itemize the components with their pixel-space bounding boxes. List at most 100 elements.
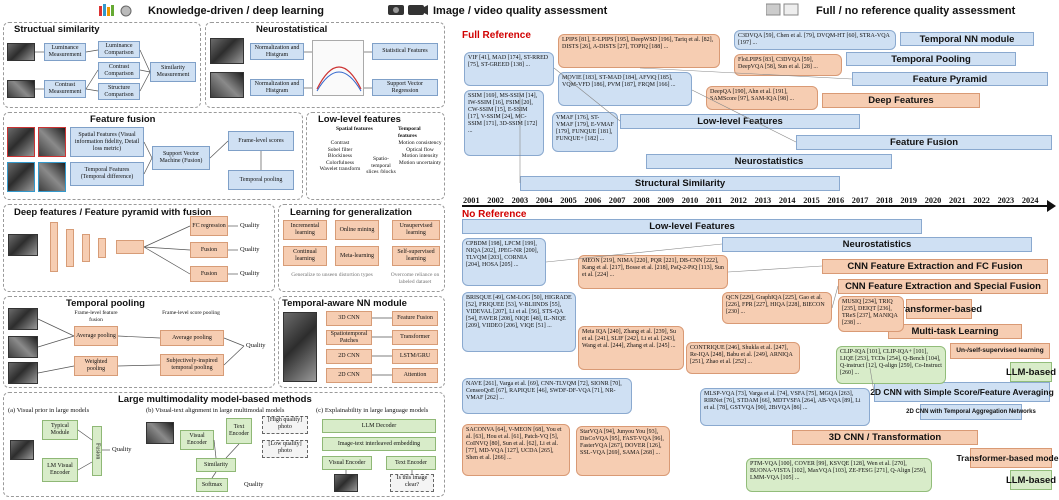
contrast-measurement: Contrast Measurement xyxy=(44,80,86,98)
subtitle-a: (a) Visual prior in large models xyxy=(8,408,89,415)
nn-row-3-b: Attention xyxy=(392,368,438,383)
header-left-icons xyxy=(98,3,134,17)
pyramid-layer-3 xyxy=(82,234,90,262)
temporal-features: Temporal Features (Temporal difference) xyxy=(70,162,144,186)
fr-cite-vmaf: VMAF [176], ST-VMAF [179], E-VMAF [179],… xyxy=(552,112,618,152)
average-pooling-2: Average pooling xyxy=(160,330,224,346)
nr-cite-saconva: SACONVA [64], V-MEON [68], You et al. [6… xyxy=(462,424,570,476)
mm-quality-b: Quality xyxy=(244,481,264,488)
nn-row-0-a: 3D CNN xyxy=(326,311,372,326)
nr-bar-unsupervised: Un-/self-supervised learning xyxy=(950,343,1050,359)
year-label: 2011 xyxy=(706,196,722,205)
header-middle-title: Image / video quality assessment xyxy=(433,5,607,17)
visual-encoder-c: Visual Encoder xyxy=(322,456,372,470)
year-label: 2024 xyxy=(1022,196,1039,205)
mm-quality-a: Quality xyxy=(112,446,132,453)
statistical-features: Statistical Features xyxy=(372,43,438,60)
text-encoder-b: Text Encoder xyxy=(226,418,252,444)
year-label: 2017 xyxy=(852,196,869,205)
average-pooling-1: Average pooling xyxy=(74,326,118,346)
nr-bar-transformer-models: Transformer-based models xyxy=(970,448,1052,468)
subtitle-c: (c) Explainability in large language mod… xyxy=(316,408,428,415)
incremental-learning: Incremental learning xyxy=(283,220,327,240)
pool-frame-2 xyxy=(8,336,38,358)
camera-icon xyxy=(388,2,428,16)
nr-bar-llm-based-image: LLM-based xyxy=(1010,362,1052,382)
year-label: 2003 xyxy=(512,196,529,205)
panel-title: Temporal pooling xyxy=(66,298,145,309)
pool-frame-1 xyxy=(8,308,38,330)
frame-stack-1 xyxy=(7,127,35,157)
generalize-note: Generalize to unseen distortion types xyxy=(284,272,380,279)
quality-out-2: Quality xyxy=(240,246,260,253)
nr-cite-qcn: QCN [229], GraphIQA [225], Gao et al. [2… xyxy=(722,292,832,324)
temporal-item: Motion uncertainty xyxy=(398,160,442,167)
year-label: 2013 xyxy=(755,196,772,205)
nr-bar-cnn-special: CNN Feature Extraction and Special Fusio… xyxy=(838,279,1048,294)
full-reference-label: Full Reference xyxy=(462,30,531,41)
typical-module: Typical Module xyxy=(42,420,78,440)
nr-cite-meon: MEON [219], NIMA [220], PQR [221], DB-CN… xyxy=(578,255,728,289)
temporal-features-head: Temporal features xyxy=(398,126,438,139)
nn-row-2-b: LSTM/GRU xyxy=(392,349,438,364)
neuro-image-1 xyxy=(210,38,244,64)
question-prompt: Is this image clear? xyxy=(390,474,434,492)
spatial-item: Wavelet transform xyxy=(316,166,364,173)
year-label: 2007 xyxy=(609,196,626,205)
nr-bar-2d-cnn-temporal: 2D CNN with Temporal Aggregation Network… xyxy=(920,404,1022,420)
visual-encoder-b: Visual Encoder xyxy=(180,430,214,450)
fr-bar-temporal-nn: Temporal NN module xyxy=(900,32,1034,46)
nr-cite-starvqa: StarVQA [94], Junyou You [93], DisCoVQA … xyxy=(576,426,670,476)
subtitle-b: (b) Visual-text alignment in large multi… xyxy=(146,408,284,415)
nr-cite-clipiqa: CLIP-IQA [101], CLIP-IQA+ [101], LIQE [2… xyxy=(836,346,946,384)
lm-visual-encoder: LM Visual Encoder xyxy=(42,458,78,482)
normalization-1: Normalization and Histgram xyxy=(250,43,304,60)
nn-frames xyxy=(283,312,317,382)
panel-title: Temporal-aware NN module xyxy=(282,298,407,309)
year-label: 2009 xyxy=(657,196,674,205)
fusion-1: Fusion xyxy=(190,242,228,258)
labeled-note: Overcome reliance on labeled dataset xyxy=(386,272,444,285)
frame-stack-4 xyxy=(38,162,66,192)
quality-out-3: Quality xyxy=(240,270,260,277)
mm-image-b xyxy=(146,422,174,444)
frame-level-score-pooling: Frame-level score pooling xyxy=(162,310,220,317)
spatial-features-head: Spatial features xyxy=(336,126,376,133)
fr-bar-temporal-pooling: Temporal Pooling xyxy=(846,52,1016,66)
fr-cite-vif: VIF [41], MAD [174], ST-RRED [75], ST-GR… xyxy=(464,52,554,86)
fr-bar-feature-fusion: Feature Fusion xyxy=(796,135,1052,150)
timeline-axis xyxy=(462,205,1054,207)
fr-bar-low-level: Low-level Features xyxy=(620,114,860,129)
nr-bar-multitask: Multi-task Learning xyxy=(888,324,1022,339)
year-label: 2001 xyxy=(463,196,480,205)
nr-cite-metaiqa: Meta IQA [240], Zhang et al. [239], Su e… xyxy=(578,326,684,370)
nr-cite-brisque: BRISQUE [49], GM-LOG [50], HIGRADE [52],… xyxy=(462,292,576,352)
nr-cite-ptmvqa: PTM-VQA [100], COVER [99], KSVQE [128], … xyxy=(746,458,932,492)
unsupervised-learning: Unsupervised learning xyxy=(392,220,440,240)
histogram-plot xyxy=(312,40,364,96)
header-right-title: Full / no reference quality assessment xyxy=(816,5,1015,17)
self-supervised-learning: Self-supervised learning xyxy=(392,246,440,266)
frame-stack-2 xyxy=(38,127,66,157)
nn-row-3-a: 2D CNN xyxy=(326,368,372,383)
luminance-comparison: Luminance Comparison xyxy=(98,41,140,58)
normalization-2: Normalization and Histgram xyxy=(250,79,304,96)
nn-row-1-b: Transformer xyxy=(392,330,438,345)
llm-decoder: LLM Decoder xyxy=(322,419,436,433)
year-label: 2023 xyxy=(998,196,1015,205)
mm-image-c xyxy=(334,474,358,492)
pool-frame-3 xyxy=(8,362,38,384)
temporal-item: Motion consistency xyxy=(398,140,442,147)
pyramid-layer-5 xyxy=(116,240,144,254)
nr-cite-contrique: CONTRIQUE [246], Shukla et al. [247], Re… xyxy=(686,342,800,374)
year-label: 2005 xyxy=(560,196,577,205)
year-label: 2018 xyxy=(876,196,893,205)
timeline-arrow xyxy=(1047,200,1056,212)
similarity-b: Similarity xyxy=(196,458,236,472)
year-label: 2019 xyxy=(900,196,917,205)
fr-cite-flolpips: FloLPIPS [83], C3DVQA [59], DeepVQA [58]… xyxy=(734,54,842,76)
spatial-features: Spatial Features (Visual information fid… xyxy=(70,127,144,157)
structure-comparison: Structure Comparison xyxy=(98,83,140,100)
fr-cite-c3dvqa: C3DVQA [59], Chen et al. [79], DVQM-HT [… xyxy=(734,30,896,50)
nr-cite-musiq: MUSIQ [234], TRIQ [235], DEIQT [236], TR… xyxy=(838,296,904,332)
